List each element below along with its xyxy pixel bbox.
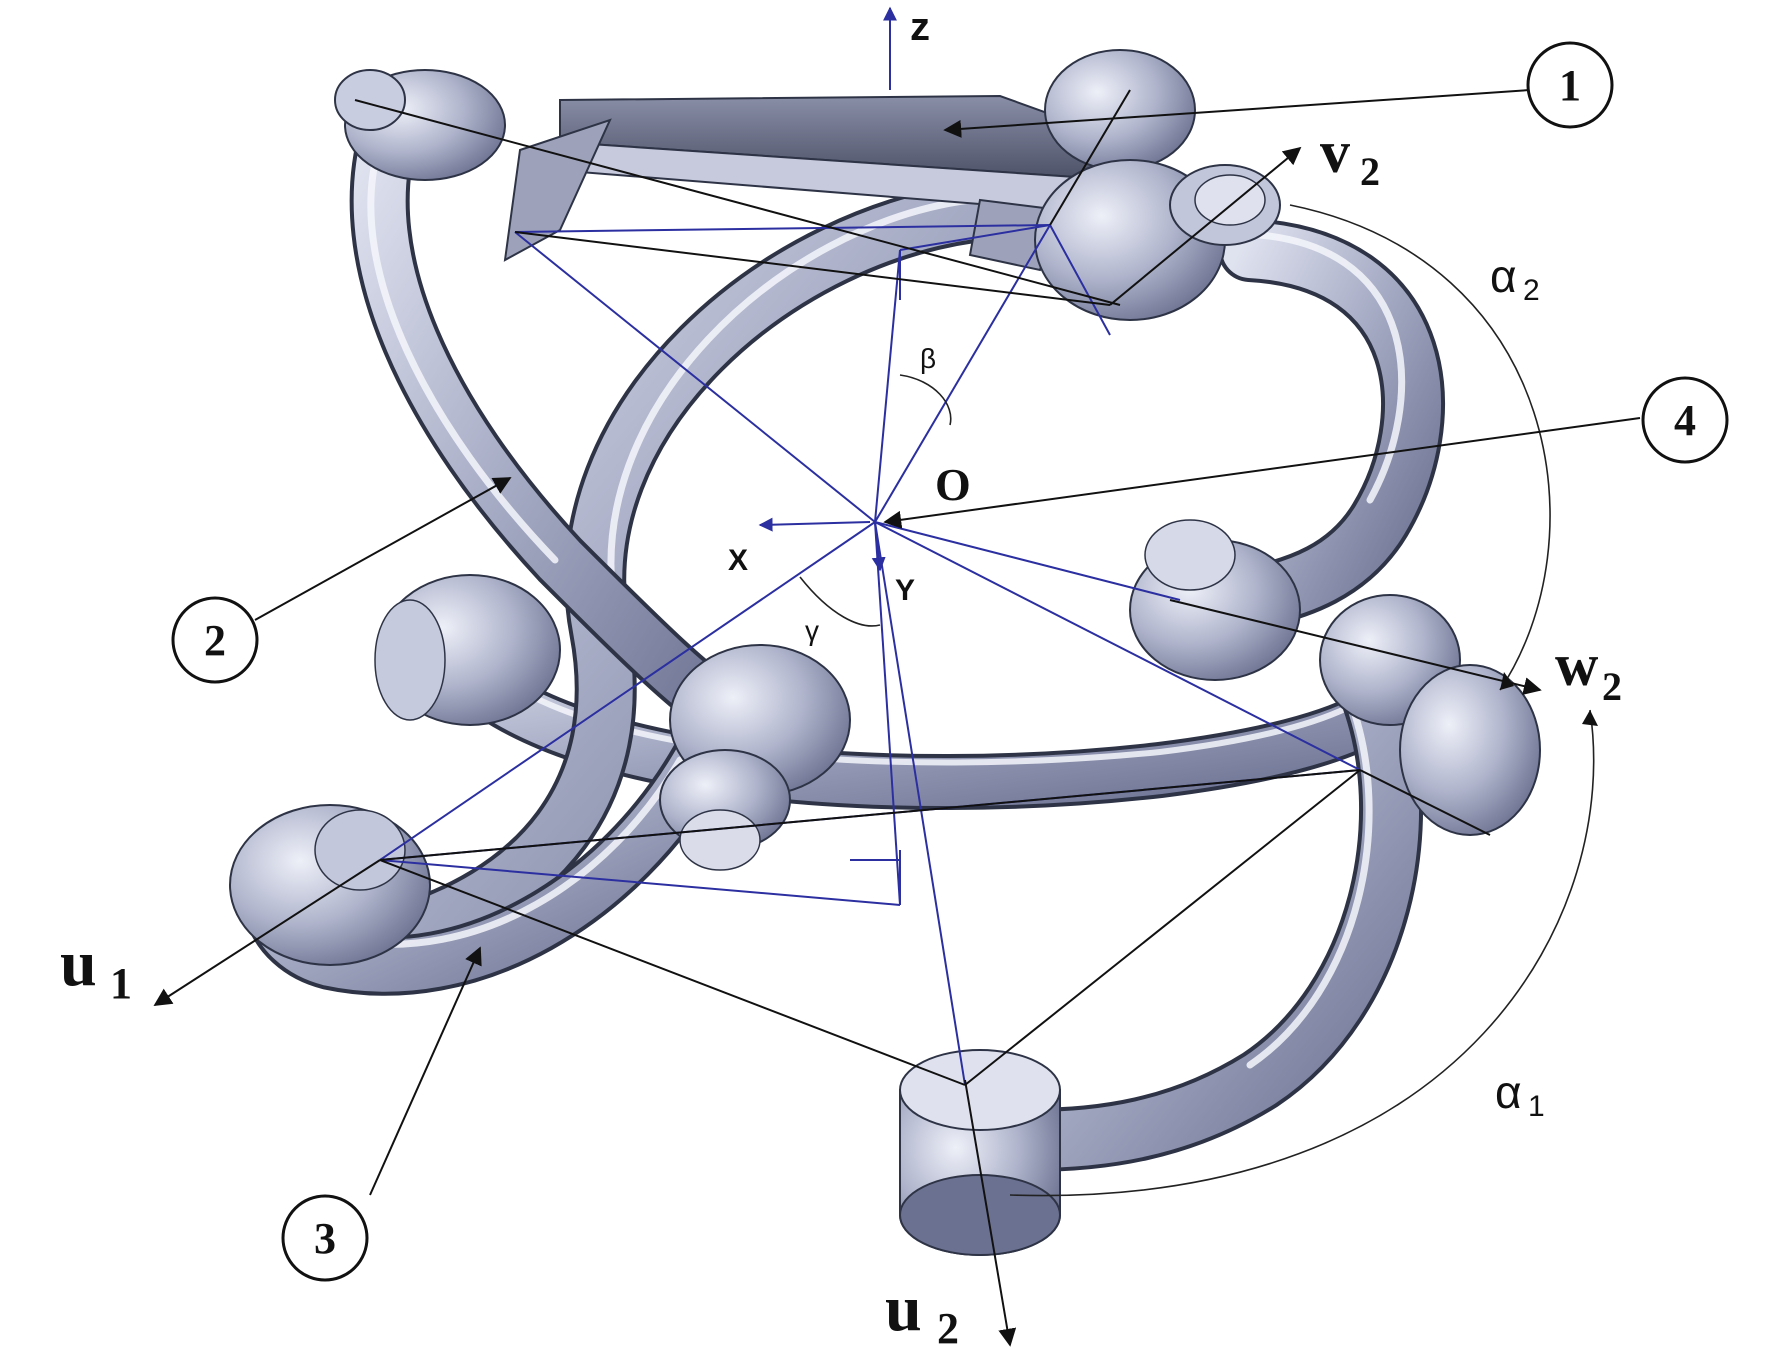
v2-axis-arrow <box>1109 146 1302 306</box>
beta-label: β <box>920 343 936 374</box>
u1-axis-arrow <box>153 859 381 1006</box>
u2-label: u 2 <box>885 1272 959 1350</box>
alpha2-subscript: 2 <box>1523 274 1540 307</box>
v2-label: v 2 <box>1320 119 1380 194</box>
callout-leaders <box>254 89 1641 1196</box>
gamma-label: γ <box>805 615 819 646</box>
joint-top-left <box>334 69 506 181</box>
y-label: Y <box>895 574 915 607</box>
callout-2-text: 2 <box>204 616 226 665</box>
callout-3-leader <box>369 946 482 1196</box>
alpha2-arc <box>1289 204 1551 691</box>
w2-symbol: w <box>1555 632 1599 698</box>
u1-label: u 1 <box>60 927 132 1008</box>
joint-u2 <box>899 1049 1061 1256</box>
callout-3: 3 <box>281 1194 369 1282</box>
w2-subscript: 2 <box>1602 664 1622 709</box>
joint-center-low <box>659 644 851 871</box>
joint-top-right <box>1044 49 1196 171</box>
alpha1-arc <box>1009 709 1595 1197</box>
x-label: X <box>728 544 748 577</box>
x-axis-line <box>758 517 871 532</box>
alpha1-label: α 1 <box>1495 1066 1545 1123</box>
angle-arcs <box>799 204 1598 1197</box>
w2-axis-arrow <box>1169 599 1542 695</box>
callout-4-text: 4 <box>1674 396 1696 445</box>
callout-2: 2 <box>171 596 259 684</box>
callout-2-leader <box>254 477 512 621</box>
callout-1-leader <box>943 89 1531 138</box>
alpha2-symbol: α <box>1490 250 1517 302</box>
u2-symbol: u <box>885 1272 922 1345</box>
callout-1-text: 1 <box>1559 61 1581 110</box>
alpha2-label: α 2 <box>1490 250 1540 307</box>
callout-3-text: 3 <box>314 1214 336 1263</box>
v2-subscript: 2 <box>1360 149 1380 194</box>
joint-axis-lines <box>153 89 1542 1347</box>
gamma-arc <box>799 576 881 627</box>
u1-subscript: 1 <box>110 959 132 1008</box>
joint-v2 <box>1034 159 1281 321</box>
v2-symbol: v <box>1320 119 1350 185</box>
z-label: z <box>910 5 930 49</box>
alpha1-subscript: 1 <box>1528 1090 1545 1123</box>
right-lower-arc <box>998 658 1424 1172</box>
origin-label: O <box>935 459 971 510</box>
beta-arc <box>899 374 952 426</box>
callout-4-leader <box>883 417 1641 529</box>
joint-left-mid <box>374 574 561 726</box>
w2-label: w 2 <box>1555 632 1622 709</box>
top-plate <box>503 94 1153 272</box>
u2-subscript: 2 <box>937 1304 959 1350</box>
alpha1-symbol: α <box>1495 1066 1522 1118</box>
u2-axis-arrow <box>964 1079 1017 1347</box>
callout-1: 1 <box>1526 41 1614 129</box>
labels: z X Y O β γ α 2 α 1 v 2 w 2 u 1 u 2 <box>60 5 1622 1350</box>
callout-4: 4 <box>1641 376 1729 464</box>
joint-u1 <box>229 804 431 966</box>
mechanism-parts <box>229 49 1541 1256</box>
u1-symbol: u <box>60 927 97 1000</box>
right-upper-arc <box>1208 218 1445 632</box>
